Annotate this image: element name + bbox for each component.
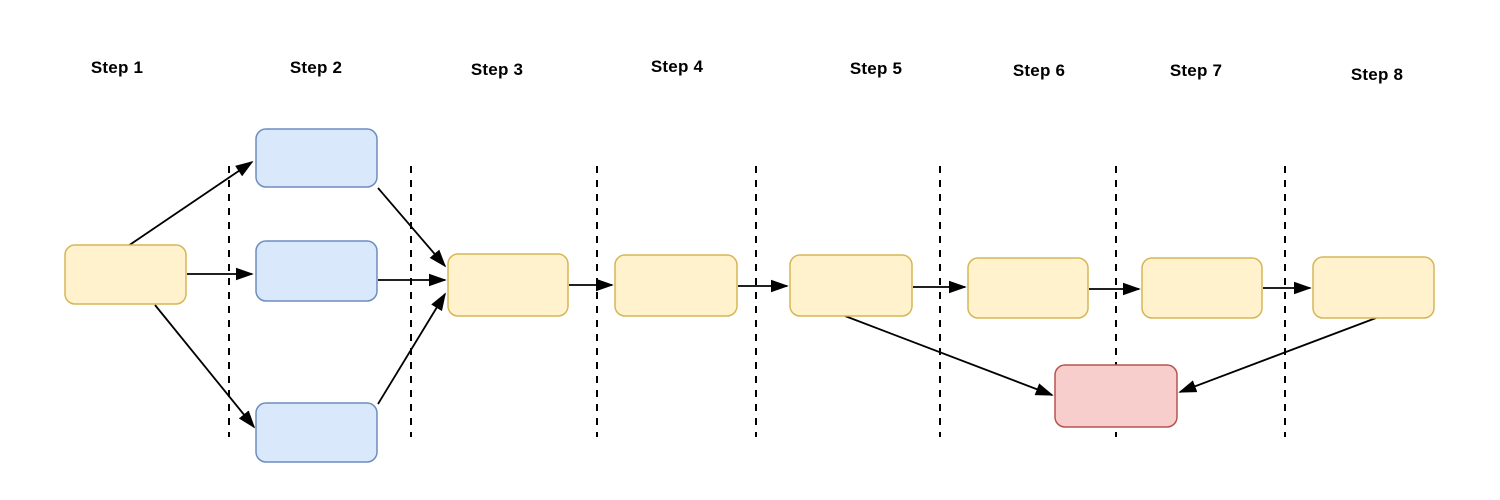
node-step2-bottom[interactable] [255,402,378,463]
label-step-5: Step 5 [849,59,903,78]
label-step-3: Step 3 [470,60,524,79]
node-step4[interactable] [614,254,738,317]
edge-step2top-to-step3 [377,187,447,268]
node-step1-shape[interactable] [64,244,187,305]
label-step-6: Step 6 [1012,61,1066,80]
label-step-8: Step 8 [1350,65,1404,84]
node-step7-shape[interactable] [1141,257,1263,319]
node-step2-middle[interactable] [255,240,378,302]
label-step-4: Step 4 [650,57,704,76]
node-step8[interactable] [1312,256,1435,319]
edge-step2bottom-to-step3 [377,292,446,405]
node-step8-shape[interactable] [1312,256,1435,319]
node-step4-shape[interactable] [614,254,738,317]
node-step3-shape[interactable] [447,253,569,317]
edge-step5-to-error [844,315,1054,396]
edge-step8-to-error [1178,317,1377,393]
node-group [64,128,1435,463]
label-step-2: Step 2 [289,58,343,77]
edge-group [127,160,1377,429]
node-error[interactable] [1054,364,1178,428]
node-error-shape[interactable] [1054,364,1178,428]
node-step6-shape[interactable] [967,257,1089,319]
node-step7[interactable] [1141,257,1263,319]
node-step2-top[interactable] [255,128,378,188]
label-step-7: Step 7 [1169,61,1223,80]
label-step-1: Step 1 [90,58,144,77]
node-step6[interactable] [967,257,1089,319]
node-step2-bottom-shape[interactable] [255,402,378,463]
node-step5[interactable] [789,254,913,317]
node-step5-shape[interactable] [789,254,913,317]
node-step1[interactable] [64,244,187,305]
edge-step1-to-step2top [127,160,254,247]
edge-step1-to-step2bottom [154,304,256,429]
node-step2-middle-shape[interactable] [255,240,378,302]
node-step3[interactable] [447,253,569,317]
node-step2-top-shape[interactable] [255,128,378,188]
